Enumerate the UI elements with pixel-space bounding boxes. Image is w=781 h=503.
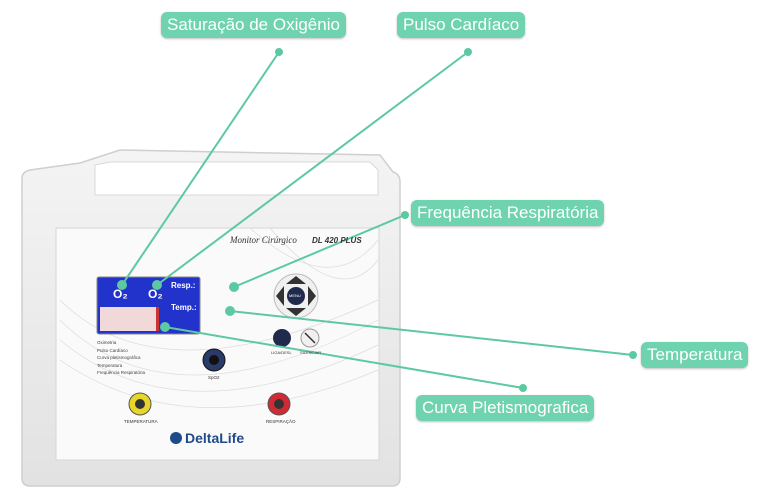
- callout-temperatura: Temperatura: [641, 342, 749, 368]
- legend-item: Curva pletismográfica: [97, 355, 141, 360]
- port-temp-label: TEMPERATURA: [124, 419, 158, 424]
- pleth-area: [100, 307, 158, 331]
- callout-frequencia: Frequência Respiratória: [411, 200, 605, 226]
- screen-o2-a: O₂: [113, 287, 128, 301]
- mute-button-label: SILENCIAR: [300, 350, 322, 355]
- callout-pulso: Pulso Cardíaco: [397, 12, 526, 38]
- screen-temp-label: Temp.:: [171, 303, 197, 312]
- model-number: DL 420 PLUS: [312, 236, 362, 245]
- resp-marker: [229, 282, 239, 292]
- port-resp-label: RESPIRAÇÃO: [266, 419, 296, 424]
- legend-item: Oximetria: [97, 340, 117, 345]
- port-spo2-label: SpO2: [208, 375, 220, 380]
- legend-item: Temperatura: [97, 362, 123, 368]
- power-button-label: LIGA/DESL: [271, 350, 292, 355]
- legend-item: Pulso Cardíaco: [97, 347, 128, 353]
- legend-item: Frequência Respiratória: [97, 370, 146, 375]
- screen-resp-label: Resp.:: [171, 281, 196, 290]
- model-script: Monitor Cirúrgico: [230, 235, 297, 245]
- menu-button[interactable]: MENU: [289, 293, 301, 298]
- legend-list: Oximetria Pulso Cardíaco Curva pletismog…: [97, 339, 145, 377]
- brand-logo: DeltaLife: [185, 430, 245, 446]
- pleth-marker: [160, 322, 170, 332]
- screen-o2-b: O₂: [148, 287, 163, 301]
- temp-marker: [225, 306, 235, 316]
- callout-saturacao: Saturação de Oxigênio: [161, 12, 346, 38]
- callout-curva: Curva Pletismografica: [416, 395, 595, 421]
